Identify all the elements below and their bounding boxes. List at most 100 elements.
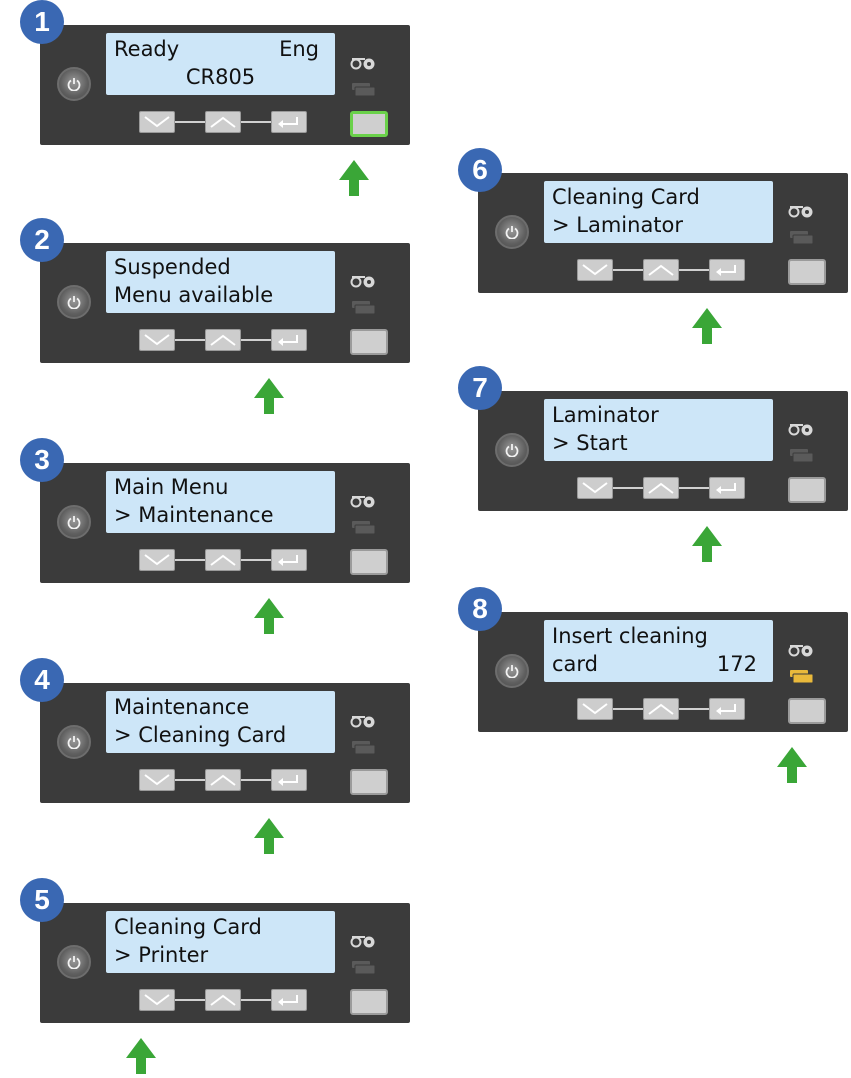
ribbon-icon <box>350 716 375 728</box>
feed-button[interactable] <box>350 549 388 575</box>
step-number-badge: 3 <box>20 438 64 482</box>
enter-key[interactable] <box>709 259 745 281</box>
step-number-badge: 6 <box>458 148 502 192</box>
step-number-badge: 4 <box>20 658 64 702</box>
chevron-up-icon <box>648 264 674 276</box>
feed-button[interactable] <box>788 698 826 724</box>
ribbon-status <box>349 55 379 75</box>
down-key[interactable] <box>139 111 175 133</box>
down-key[interactable] <box>139 989 175 1011</box>
power-button[interactable] <box>57 285 91 319</box>
chevron-down-icon <box>144 116 170 128</box>
enter-key[interactable] <box>271 111 307 133</box>
up-key[interactable] <box>205 111 241 133</box>
down-key[interactable] <box>139 769 175 791</box>
key-connector <box>613 269 643 271</box>
card-stack-icon <box>790 231 814 245</box>
chevron-up-icon <box>210 774 236 786</box>
feed-button[interactable] <box>350 769 388 795</box>
down-key[interactable] <box>139 329 175 351</box>
power-icon <box>505 665 519 678</box>
ribbon-icon <box>350 496 375 508</box>
feed-button[interactable] <box>788 477 826 503</box>
up-key[interactable] <box>205 549 241 571</box>
lcd-display: Main Menu> Maintenance <box>106 471 335 533</box>
ribbon-status <box>349 493 379 513</box>
pointer-arrow <box>254 378 284 414</box>
feed-button[interactable] <box>788 259 826 285</box>
card-status <box>349 519 379 541</box>
enter-key[interactable] <box>709 477 745 499</box>
feed-button[interactable] <box>350 111 388 137</box>
enter-key[interactable] <box>271 329 307 351</box>
lcd-display: Cleaning Card> Printer <box>106 911 335 973</box>
up-key[interactable] <box>205 769 241 791</box>
ribbon-icon <box>350 58 375 70</box>
enter-icon <box>278 117 298 128</box>
lcd-line-2-text: > Maintenance <box>114 503 274 527</box>
power-button[interactable] <box>495 215 529 249</box>
lcd-line-2-text: Menu available <box>114 283 274 307</box>
enter-key[interactable] <box>709 698 745 720</box>
up-key[interactable] <box>643 477 679 499</box>
feed-button[interactable] <box>350 329 388 355</box>
lcd-line-1-text: Cleaning Card <box>114 915 262 939</box>
power-button[interactable] <box>57 945 91 979</box>
down-key[interactable] <box>577 477 613 499</box>
key-connector <box>175 339 205 341</box>
power-icon <box>505 226 519 239</box>
navigation-keys <box>139 329 307 351</box>
card-stack-icon <box>352 521 376 535</box>
lcd-line-2: Menu available <box>114 281 327 309</box>
lcd-line-1: Suspended <box>114 253 327 281</box>
step-number-badge: 7 <box>458 366 502 410</box>
navigation-keys <box>577 698 745 720</box>
feed-button[interactable] <box>350 989 388 1015</box>
step-number-badge: 1 <box>20 0 64 44</box>
ribbon-icon <box>350 276 375 288</box>
up-key[interactable] <box>205 989 241 1011</box>
navigation-keys <box>139 549 307 571</box>
enter-key[interactable] <box>271 989 307 1011</box>
ribbon-icon <box>788 645 813 657</box>
card-status <box>349 81 379 103</box>
up-key[interactable] <box>643 259 679 281</box>
enter-key[interactable] <box>271 549 307 571</box>
lcd-line-2-text: CR805 <box>185 65 256 89</box>
pointer-arrow <box>254 598 284 634</box>
chevron-down-icon <box>144 334 170 346</box>
key-connector <box>241 121 271 123</box>
up-key[interactable] <box>205 329 241 351</box>
key-connector <box>679 269 709 271</box>
up-arrow-icon <box>339 160 369 196</box>
ribbon-icon <box>788 424 813 436</box>
up-arrow-icon <box>692 308 722 344</box>
power-button[interactable] <box>57 67 91 101</box>
navigation-keys <box>139 111 307 133</box>
power-button[interactable] <box>57 505 91 539</box>
key-connector <box>175 779 205 781</box>
chevron-up-icon <box>210 554 236 566</box>
lcd-line-1-text: Cleaning Card <box>552 185 700 209</box>
up-key[interactable] <box>643 698 679 720</box>
power-button[interactable] <box>495 433 529 467</box>
enter-key[interactable] <box>271 769 307 791</box>
key-connector <box>241 339 271 341</box>
down-key[interactable] <box>577 259 613 281</box>
down-key[interactable] <box>139 549 175 571</box>
control-panel: Maintenance> Cleaning Card <box>40 683 410 803</box>
up-arrow-icon <box>777 747 807 783</box>
lcd-display: Laminator> Start <box>544 399 773 461</box>
power-icon <box>505 444 519 457</box>
down-key[interactable] <box>577 698 613 720</box>
power-button[interactable] <box>495 654 529 688</box>
power-button[interactable] <box>57 725 91 759</box>
